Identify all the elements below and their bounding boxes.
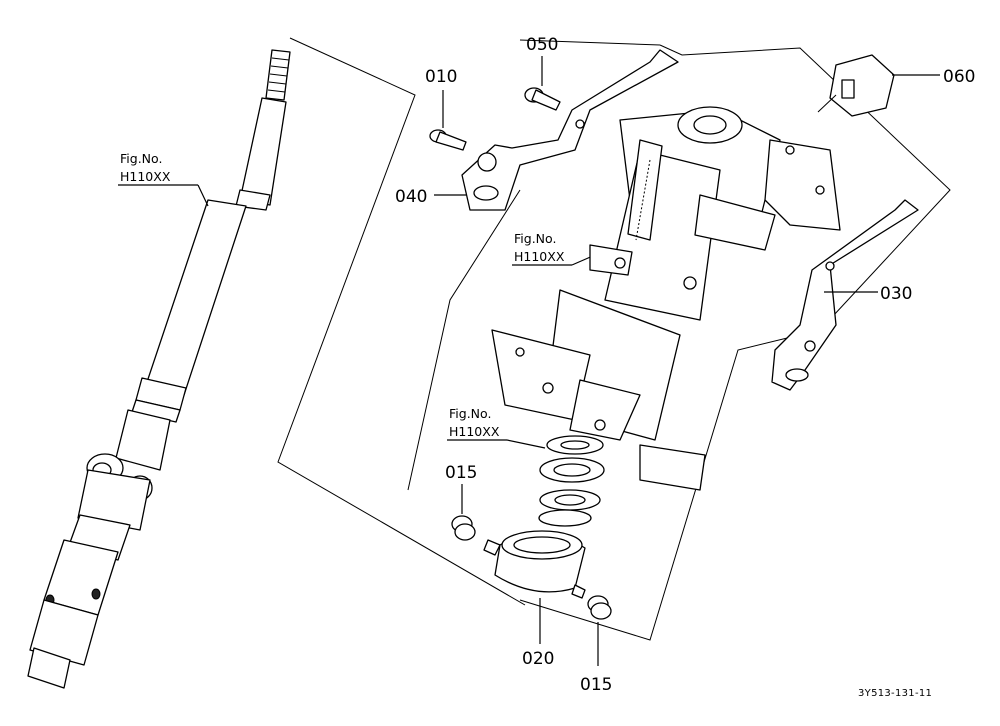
bushing-015-lower (587, 595, 612, 620)
callout-010: 010 (425, 67, 457, 128)
collar-020 (483, 530, 586, 599)
fig-ref-lower: Fig.No. H110XX (447, 406, 546, 449)
callout-020-label: 020 (522, 649, 554, 669)
fig-ref-line1: Fig.No. (120, 151, 162, 166)
callout-040: 040 (395, 187, 466, 207)
callout-040-label: 040 (395, 187, 427, 207)
fig-ref-shaft: Fig.No. H110XX (118, 151, 209, 207)
lever-030 (771, 199, 919, 391)
fig-ref-switch: Fig.No. H110XX (512, 231, 633, 276)
fig-ref-line2: H110XX (120, 169, 171, 184)
drawing-code: 3Y513-131-11 (858, 688, 932, 699)
assembly-outline-right (407, 39, 951, 641)
bracket-040 (461, 49, 679, 211)
fig-ref-line1: Fig.No. (449, 406, 491, 421)
callout-015-upper: 015 (445, 463, 477, 514)
callout-060: 060 (892, 67, 975, 87)
bolt-050 (524, 87, 561, 111)
bolt-010 (429, 129, 467, 151)
callout-015-lower: 015 (580, 622, 612, 695)
callout-030: 030 (824, 284, 912, 304)
fig-ref-line2: H110XX (514, 249, 565, 264)
callout-060-label: 060 (943, 67, 975, 87)
bushing-015-upper (451, 515, 476, 541)
assembly-outline-left (277, 37, 526, 606)
callout-015-lower-label: 015 (580, 675, 612, 695)
callout-030-label: 030 (880, 284, 912, 304)
bearing-stack (538, 435, 605, 527)
lower-bracket (491, 276, 706, 491)
callout-020: 020 (522, 598, 554, 669)
fig-ref-line1: Fig.No. (514, 231, 556, 246)
steering-column-body (604, 106, 841, 321)
knob-060 (817, 54, 895, 117)
steering-shaft (27, 49, 291, 689)
callout-015-upper-label: 015 (445, 463, 477, 483)
callout-010-label: 010 (425, 67, 457, 87)
callout-050: 050 (526, 35, 558, 86)
callout-050-label: 050 (526, 35, 558, 55)
fig-ref-line2: H110XX (449, 424, 500, 439)
